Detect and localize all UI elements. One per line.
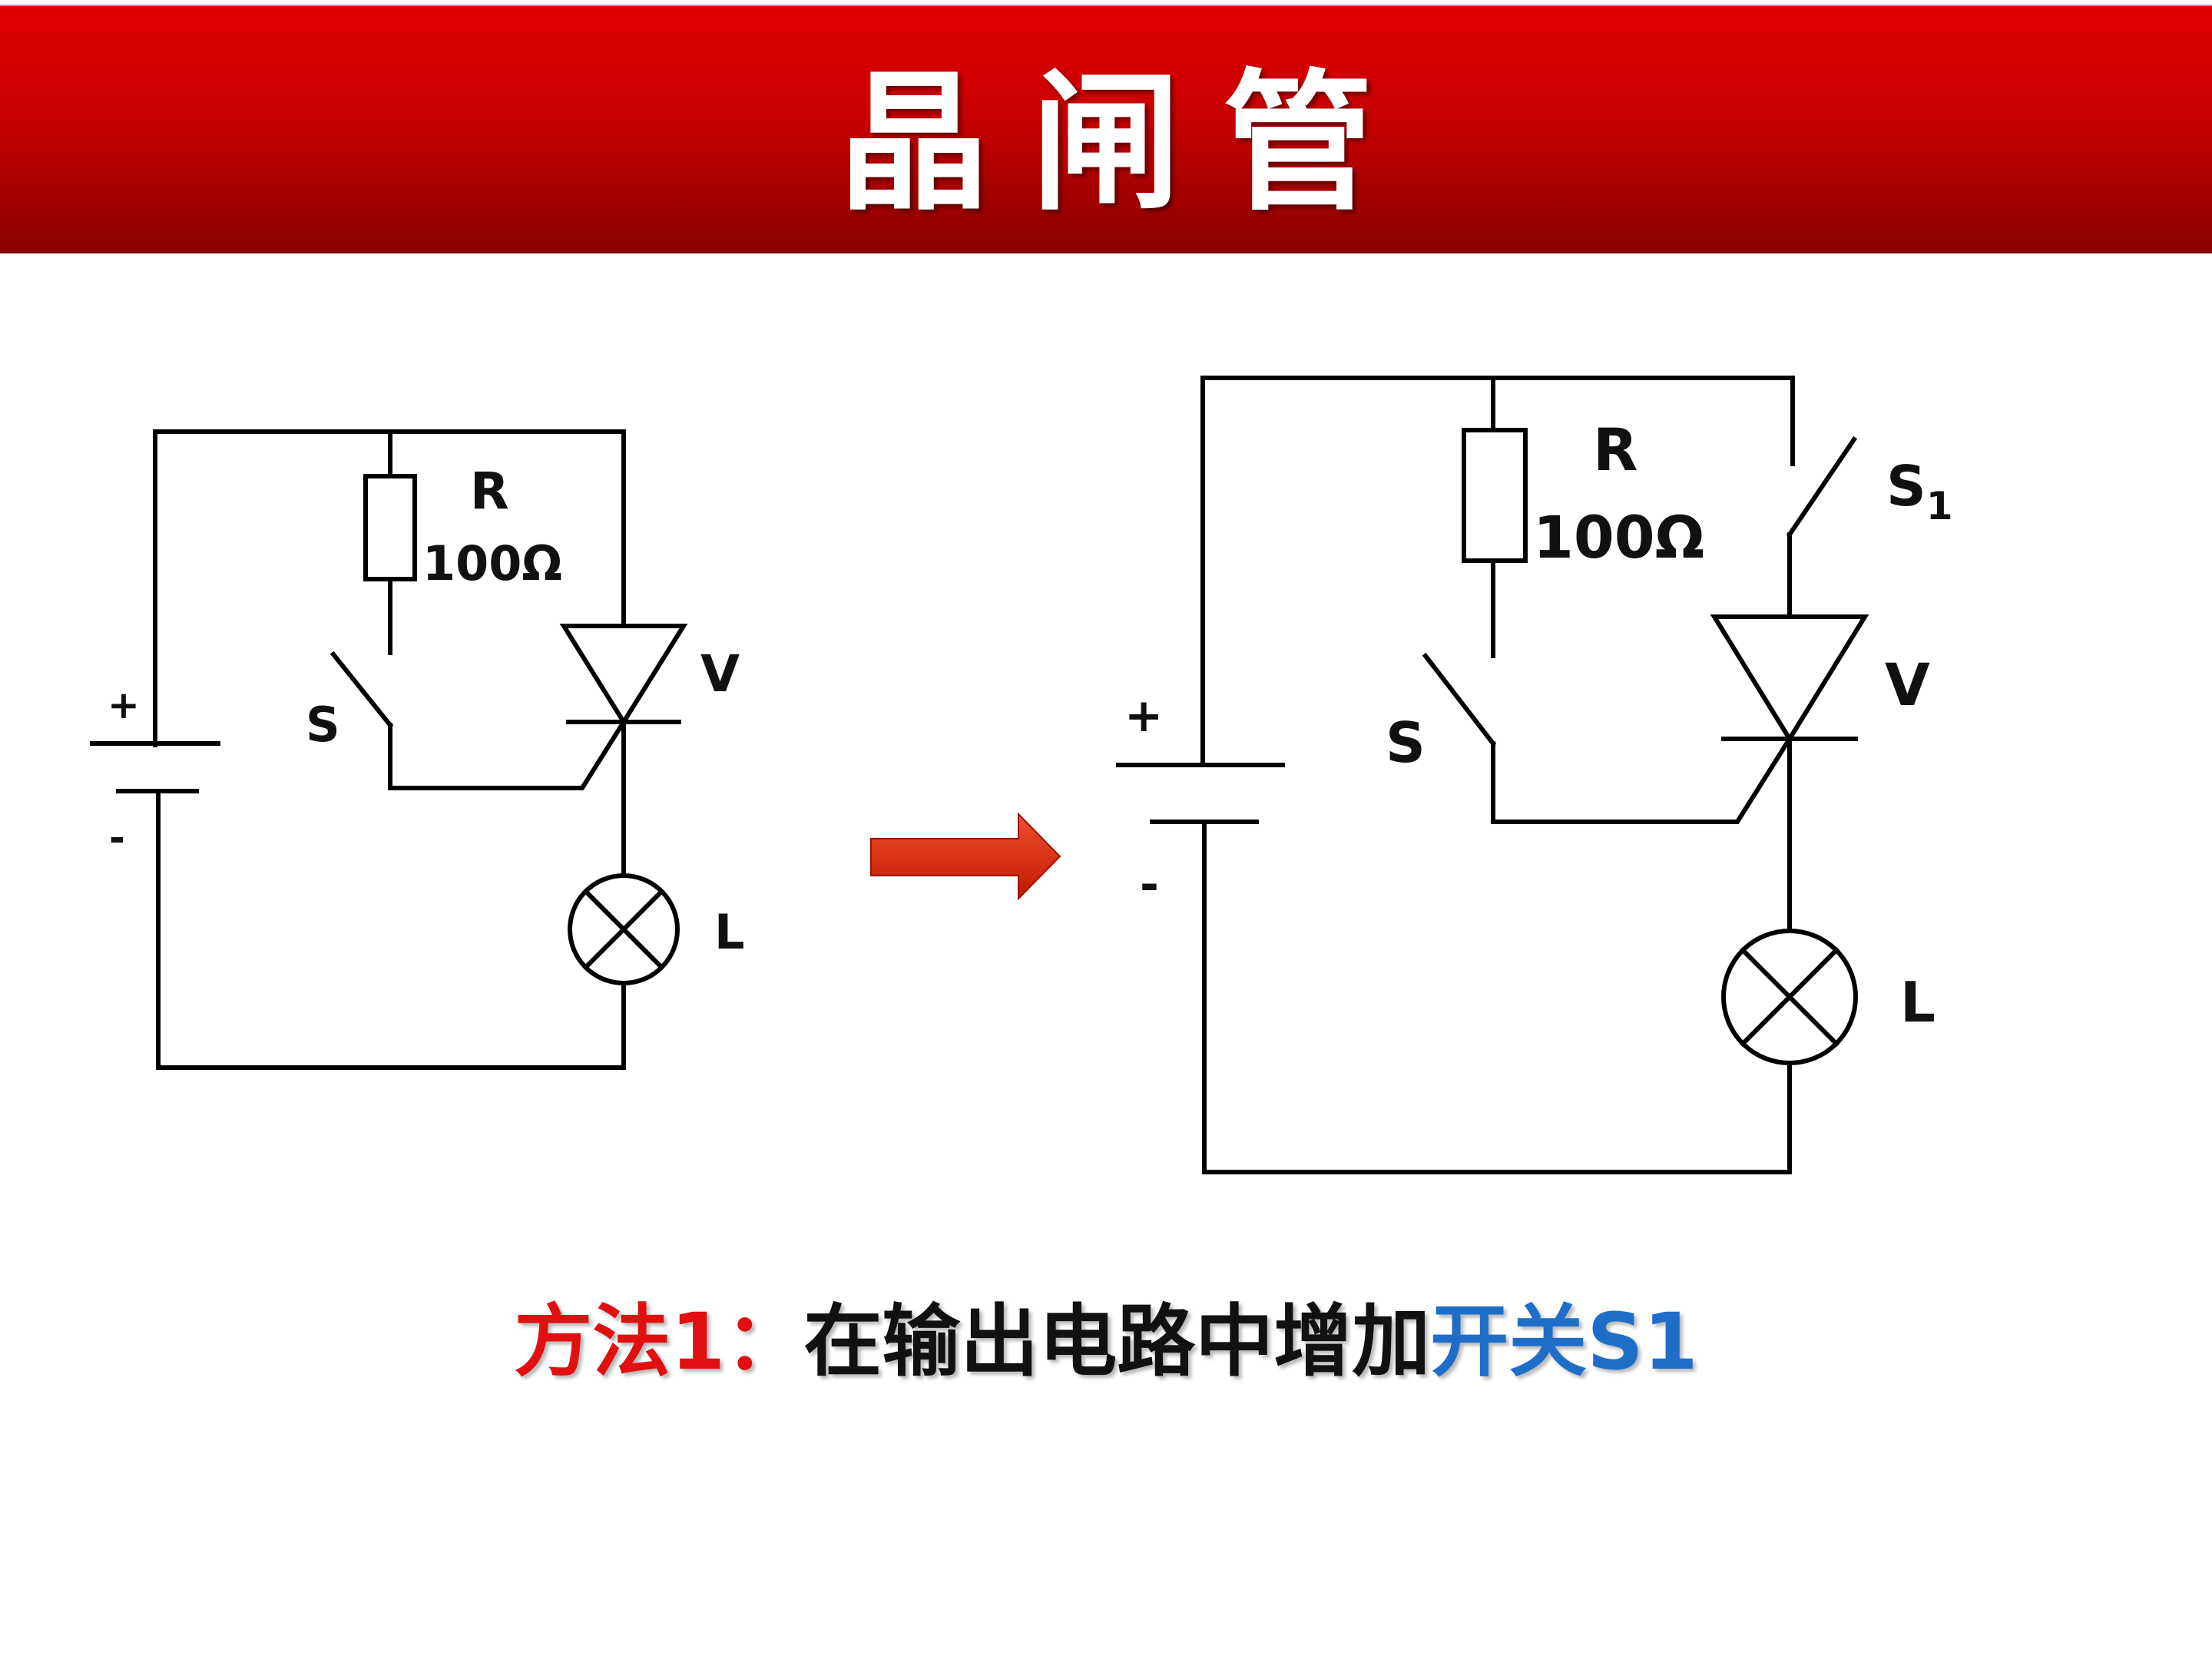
left-thyristor [559,624,688,727]
left-lamp-label: L [714,904,745,960]
right-thyristor-label: V [1885,651,1930,719]
title-bar: 晶闸管 [0,5,2212,253]
right-circuit [1116,376,1869,1174]
left-resistor [363,474,417,581]
method-label: 方法1： [514,1296,804,1388]
left-resistor-name: R [470,462,509,521]
right-plus-label: + [1124,689,1163,743]
right-wire-bottom [1202,820,1792,1174]
right-resistor [1462,428,1528,563]
right-switch-s [1422,652,1497,747]
left-circuit [90,429,688,1070]
right-switch-s1 [1786,435,1858,538]
left-switch-s [329,651,394,729]
left-lamp [568,873,680,985]
right-lamp [1721,929,1858,1065]
right-arrow-icon [870,812,1061,901]
method-caption: 方法1：在输出电路中增加开关S1 [0,1279,2212,1392]
method-highlight: 开关S1 [1430,1296,1698,1388]
right-switch-label: S [1386,710,1426,775]
left-switch-label: S [306,697,340,753]
left-gate-wire [388,718,628,790]
right-gate-wire [1491,735,1793,824]
right-switch1-label: S1 [1886,454,1953,528]
method-text: 在输出电路中增加 [803,1296,1431,1388]
right-resistor-value: 100Ω [1533,503,1704,571]
left-plus-label: + [108,683,140,727]
left-minus-label: - [109,816,125,860]
right-resistor-name: R [1593,416,1638,484]
right-thyristor [1710,614,1869,743]
left-wire-bottom [156,789,626,1070]
page-title: 晶闸管 [838,54,1415,231]
right-lamp-label: L [1900,970,1936,1035]
left-thyristor-label: V [700,644,740,704]
right-wire-top [1200,376,1795,767]
right-minus-label: - [1140,858,1159,912]
left-resistor-value: 100Ω [422,535,562,591]
